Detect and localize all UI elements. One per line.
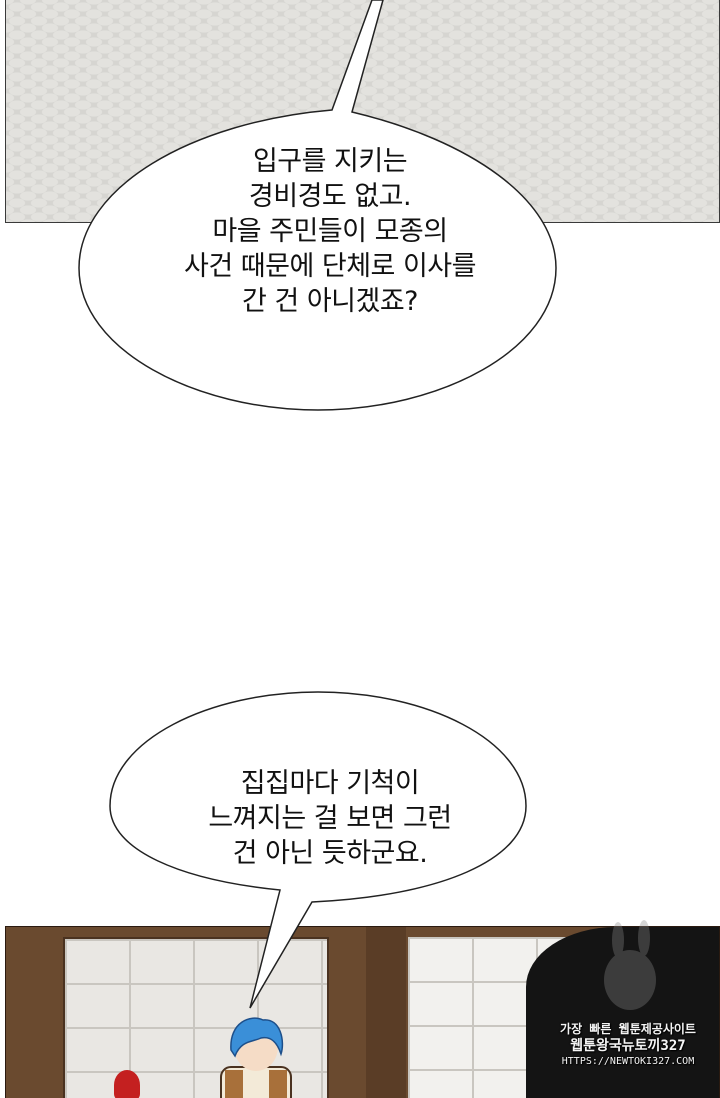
bubble-1-line: 간 건 아니겠죠?	[241, 286, 419, 317]
watermark-tagline: 가장 빠른 웹툰제공사이트	[560, 1022, 696, 1036]
speech-bubble-1: 입구를 지키는 경비경도 없고. 마을 주민들이 모종의 사건 때문에 단체로 …	[130, 144, 530, 319]
bubble-2-line: 느껴지는 걸 보면 그런	[208, 803, 452, 834]
bubble-1-line: 경비경도 없고.	[248, 181, 412, 212]
blue-haired-character	[220, 1017, 292, 1098]
bubble-2-line: 건 아닌 듯하군요.	[232, 838, 428, 869]
dark-silhouette	[526, 927, 719, 1098]
watermark-mascot-icon	[604, 920, 656, 1010]
watermark: 가장 빠른 웹툰제공사이트 웹툰왕국뉴토끼327 HTTPS://NEWTOKI…	[548, 1022, 708, 1068]
bubble-1-line: 입구를 지키는	[252, 146, 408, 177]
bubble-2-shape	[109, 691, 527, 1009]
bubble-1-line: 사건 때문에 단체로 이사를	[184, 251, 477, 282]
red-hair-figure	[114, 1070, 140, 1098]
bubble-1-line: 마을 주민들이 모종의	[212, 216, 448, 247]
speech-bubble-2: 집집마다 기척이 느껴지는 걸 보면 그런 건 아닌 듯하군요.	[150, 766, 510, 871]
bubble-2-line: 집집마다 기척이	[240, 768, 420, 799]
watermark-site-name: 웹툰왕국뉴토끼327	[570, 1038, 686, 1054]
wooden-beam	[366, 927, 406, 1098]
bubble-1-shape	[78, 0, 557, 411]
interior-panel	[5, 926, 720, 1098]
watermark-url[interactable]: HTTPS://NEWTOKI327.COM	[561, 1056, 695, 1067]
